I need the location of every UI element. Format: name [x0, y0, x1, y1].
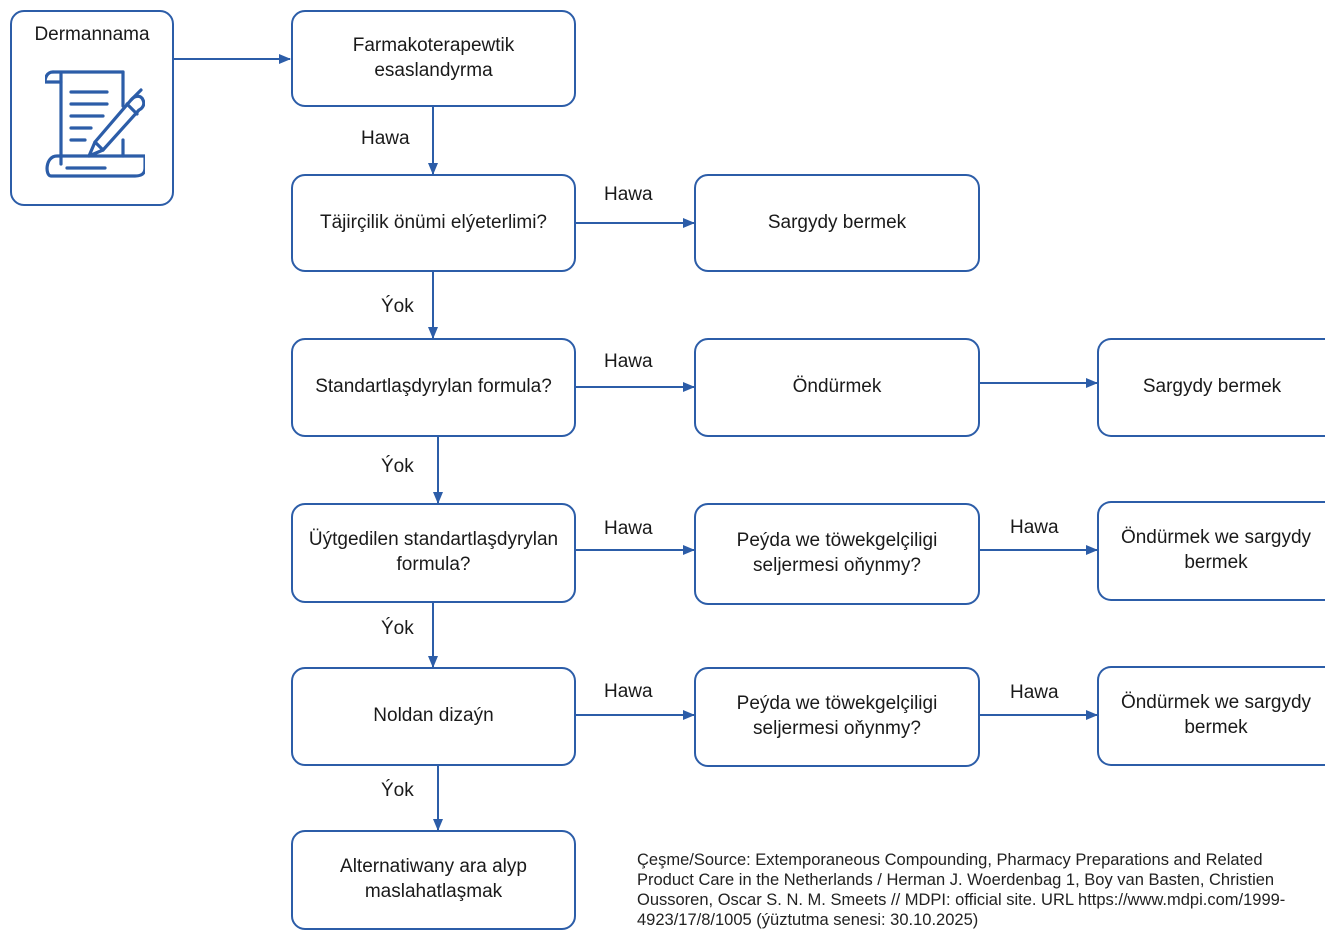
step-uytgedilen: Üýtgedilen standartlaşdyrylan formula? — [291, 503, 576, 603]
edge-label-hawa: Hawa — [1010, 682, 1059, 703]
outcome-ondurmek: Öndürmek — [694, 338, 980, 437]
edge-label-hawa: Hawa — [604, 351, 653, 372]
edge-label-hawa: Hawa — [604, 681, 653, 702]
outcome-ondurmek-label: Öndürmek — [792, 376, 882, 398]
outcome-ondurmek-sargy-1-label: Öndürmek we sargydy bermek — [1120, 527, 1312, 573]
edge-label-yok: Ýok — [381, 618, 414, 639]
outcome-ondurmek-sargy-2: Öndürmek we sargydy bermek — [1097, 666, 1325, 766]
outcome-sargydy-bermek-1-label: Sargydy bermek — [767, 211, 907, 233]
edge-label-hawa: Hawa — [604, 184, 653, 205]
step-noldan-label: Noldan dizaýn — [373, 705, 494, 727]
edge-label-yok: Ýok — [381, 456, 414, 477]
step-noldan: Noldan dizaýn — [291, 667, 576, 766]
start-node: Dermannama — [10, 10, 174, 206]
decision-peyda-2-label: Peýda we töwekgelçiligi seljermesi oňynm… — [736, 693, 938, 739]
edge-label-hawa: Hawa — [361, 128, 410, 149]
step-standartlasdyrylan: Standartlaşdyrylan formula? — [291, 338, 576, 437]
outcome-ondurmek-sargy-1: Öndürmek we sargydy bermek — [1097, 501, 1325, 601]
decision-peyda-1-label: Peýda we töwekgelçiligi seljermesi oňynm… — [736, 530, 938, 576]
decision-peyda-2: Peýda we töwekgelçiligi seljermesi oňynm… — [694, 667, 980, 767]
step-farmakoterapewtik-label: Farmakoterapewtik esaslandyrma — [352, 34, 515, 81]
step-alternativ: Alternatiwany ara alyp maslahatlaşmak — [291, 830, 576, 930]
step-standartlasdyrylan-label: Standartlaşdyrylan formula? — [315, 376, 552, 398]
step-tajircilik-label: Täjirçilik önümi elýeterlimi? — [320, 211, 547, 233]
step-uytgedilen-label: Üýtgedilen standartlaşdyrylan formula? — [308, 529, 559, 575]
edge-label-yok: Ýok — [381, 296, 414, 317]
step-tajircilik: Täjirçilik önümi elýeterlimi? — [291, 174, 576, 272]
step-alternativ-label: Alternatiwany ara alyp maslahatlaşmak — [340, 856, 527, 902]
outcome-sargydy-bermek-1: Sargydy bermek — [694, 174, 980, 272]
outcome-sargydy-bermek-2-label: Sargydy bermek — [1142, 376, 1282, 398]
edge-label-hawa: Hawa — [1010, 517, 1059, 538]
edge-label-hawa: Hawa — [604, 518, 653, 539]
source-citation: Çeşme/Source: Extemporaneous Compounding… — [637, 851, 1286, 930]
outcome-sargydy-bermek-2: Sargydy bermek — [1097, 338, 1325, 437]
prescription-scroll-pen-icon — [45, 70, 145, 178]
edge-label-yok: Ýok — [381, 780, 414, 801]
start-label: Dermannama — [34, 24, 150, 45]
decision-peyda-1: Peýda we töwekgelçiligi seljermesi oňynm… — [694, 503, 980, 605]
step-farmakoterapewtik: Farmakoterapewtik esaslandyrma — [291, 10, 576, 107]
outcome-ondurmek-sargy-2-label: Öndürmek we sargydy bermek — [1120, 692, 1312, 738]
